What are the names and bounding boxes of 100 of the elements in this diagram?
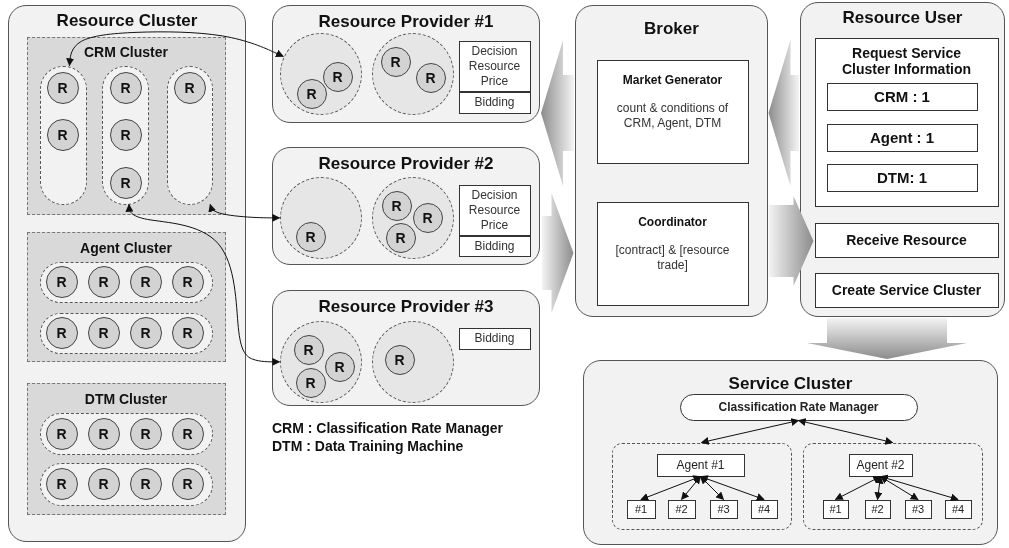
- resource-node: [109, 118, 142, 151]
- node-label: Market Generator: [622, 72, 723, 87]
- info-box: [458, 184, 531, 236]
- worker-box: [822, 499, 849, 519]
- module-box: [596, 201, 749, 306]
- node-label: Agent #2: [856, 458, 905, 472]
- block-arrow: [541, 40, 574, 186]
- node-title: Service Cluster: [727, 374, 854, 394]
- node-title: Resource Provider #1: [317, 12, 495, 32]
- node-title: CRM Cluster: [83, 43, 169, 60]
- node-text: [contract] & [resource trade]: [614, 242, 731, 274]
- node-label: Decision Resource Price: [467, 43, 522, 89]
- resource-node: [87, 467, 120, 500]
- resource-node: [173, 71, 206, 104]
- block-arrow: [542, 193, 574, 313]
- node-label: DTM: 1: [877, 169, 927, 186]
- node-label: R: [182, 475, 193, 492]
- component-panel: [575, 5, 768, 317]
- legend-note: DTM : Data Training Machine: [272, 438, 464, 454]
- resource-node: [45, 467, 78, 500]
- block-arrow: [768, 40, 799, 186]
- node-label: #3: [717, 503, 730, 515]
- node-label: Agent : 1: [869, 129, 935, 146]
- resource-group: [39, 462, 213, 506]
- node-label: R: [98, 475, 109, 492]
- resource-group: [39, 412, 213, 455]
- component-panel: [583, 360, 998, 545]
- connector-arrow: [874, 475, 884, 501]
- node-label: R: [305, 228, 316, 245]
- node-label: Bidding: [474, 331, 515, 346]
- resource-node: [385, 222, 416, 253]
- resource-group: [101, 65, 149, 205]
- agent-box: [656, 453, 745, 477]
- node-label: #1: [634, 503, 648, 515]
- resource-node: [129, 265, 162, 298]
- node-label: #3: [911, 503, 925, 515]
- resource-node: [384, 344, 415, 375]
- node-label: R: [425, 69, 436, 86]
- node-title: DTM Cluster: [83, 390, 169, 407]
- resource-node: [45, 316, 78, 349]
- node-title: Resource Cluster: [55, 11, 199, 31]
- node-label: R: [98, 273, 109, 290]
- node-text: count & conditions of CRM, Agent, DTM: [615, 100, 730, 132]
- step-box: [814, 272, 999, 308]
- node-title: Resource Provider #2: [317, 154, 495, 174]
- resource-node: [293, 334, 324, 365]
- node-label: #4: [951, 503, 965, 515]
- node-label: R: [56, 475, 67, 492]
- component-panel: [8, 5, 246, 542]
- block-arrow: [807, 318, 967, 359]
- info-box: [458, 235, 531, 257]
- resource-node: [87, 265, 120, 298]
- node-label: R: [391, 197, 402, 214]
- resource-group: [166, 65, 213, 205]
- node-label: R: [394, 351, 405, 368]
- node-label: Receive Resource: [846, 232, 967, 248]
- resource-node: [295, 221, 326, 252]
- cluster-area: [26, 382, 226, 515]
- node-label: R: [422, 209, 433, 226]
- resource-node: [45, 265, 78, 298]
- node-label: #2: [675, 503, 688, 515]
- resource-node: [381, 190, 412, 221]
- resource-group: [39, 261, 213, 303]
- resource-node: [415, 62, 446, 93]
- resource-node: [45, 417, 78, 450]
- node-label: R: [140, 273, 151, 290]
- requirement-box: [826, 163, 978, 192]
- resource-node: [171, 467, 204, 500]
- node-label: #2: [871, 503, 884, 515]
- resource-node: [380, 46, 411, 77]
- connector-arrow: [681, 475, 701, 501]
- node-label: R: [56, 425, 67, 442]
- request-box: [814, 37, 999, 207]
- node-label: R: [56, 273, 67, 290]
- worker-box: [904, 499, 932, 519]
- legend-note: CRM : Classification Rate Manager: [272, 420, 504, 436]
- resource-node: [295, 367, 326, 398]
- node-label: Bidding: [474, 95, 515, 110]
- node-label: #4: [757, 503, 771, 515]
- node-label: R: [395, 229, 406, 246]
- cluster-area: [26, 36, 226, 215]
- node-label: R: [306, 85, 317, 102]
- connector-arrow: [66, 31, 284, 67]
- node-label: R: [182, 324, 193, 341]
- resource-node: [129, 467, 162, 500]
- node-label: Classification Rate Manager: [718, 400, 879, 414]
- resource-node: [46, 118, 79, 151]
- resource-node: [129, 316, 162, 349]
- resource-node: [171, 265, 204, 298]
- resource-node: [324, 351, 355, 382]
- node-label: Bidding: [474, 238, 515, 254]
- connector-arrow: [797, 418, 894, 445]
- resource-node: [109, 71, 142, 104]
- node-label: R: [334, 358, 345, 375]
- worker-box: [944, 499, 972, 519]
- node-label: R: [140, 425, 151, 442]
- node-label: R: [56, 324, 67, 341]
- resource-node: [171, 417, 204, 450]
- worker-box: [750, 499, 778, 519]
- node-label: R: [390, 53, 401, 70]
